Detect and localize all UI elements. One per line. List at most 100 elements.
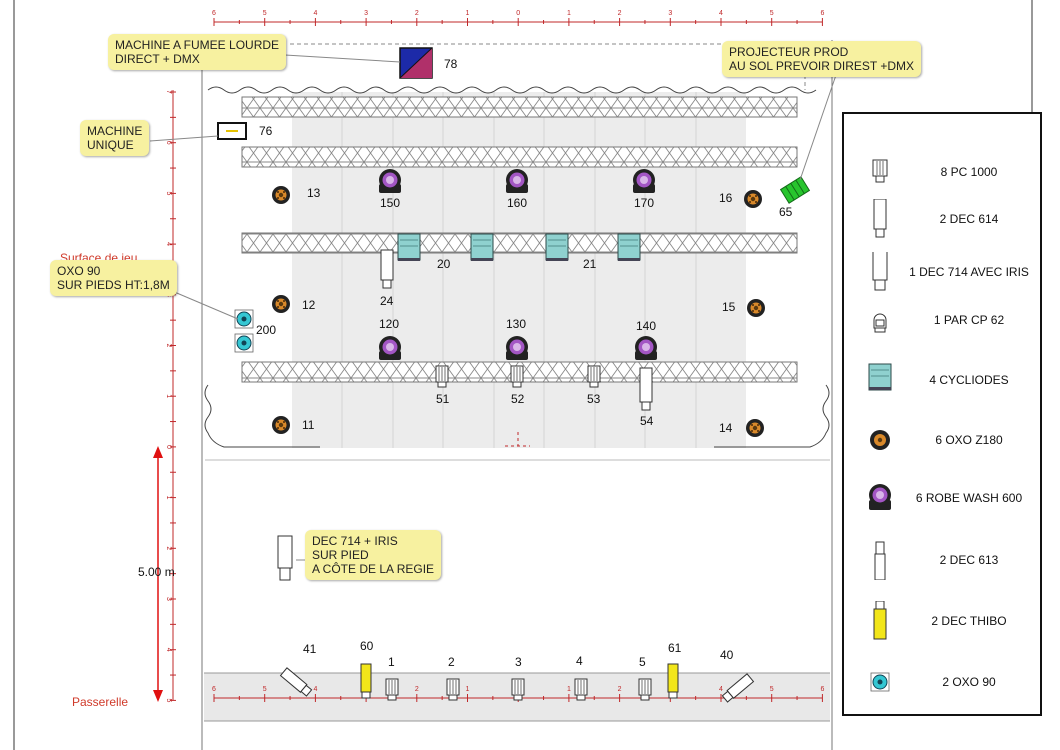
fixture-label: 170 — [634, 196, 654, 210]
robe-wash-icon — [635, 336, 657, 360]
note-oxo-90: OXO 90 SUR PIEDS HT:1,8M — [50, 260, 177, 296]
fixture-label: 15 — [722, 300, 736, 314]
ruler-label: 4 — [165, 242, 172, 246]
ruler-label: 4 — [313, 686, 317, 693]
fixture-label: 11 — [302, 418, 315, 432]
fixture-label: 160 — [507, 196, 527, 210]
legend-item: 6 ROBE WASH 600 — [844, 478, 1040, 518]
dec-614-icon — [639, 367, 653, 411]
pc-1000-icon — [587, 365, 601, 388]
ruler-label: 5 — [165, 191, 172, 195]
legend-item: 1 DEC 714 AVEC IRIS — [844, 252, 1040, 292]
ruler-label: 4 — [313, 10, 317, 17]
fixture-label: 13 — [307, 186, 321, 200]
pc-1000-icon — [385, 678, 399, 701]
oxo-90-icon — [234, 333, 254, 353]
fixture-label: 140 — [636, 319, 656, 333]
fixture-label: 52 — [511, 392, 525, 406]
ruler-label: 2 — [415, 686, 419, 693]
note-machine-unique: MACHINE UNIQUE — [80, 120, 150, 156]
ruler-label: 3 — [364, 10, 368, 17]
ruler-label: 4 — [719, 10, 723, 17]
ruler-label: 5 — [165, 698, 172, 702]
pc-1000-icon — [872, 159, 888, 183]
oxo-z180-icon — [747, 299, 765, 317]
ruler-label: 1 — [466, 686, 470, 693]
legend-label: 2 DEC 613 — [939, 553, 999, 567]
cycliode-icon — [397, 233, 421, 262]
dec-714-icon — [872, 252, 888, 291]
ruler-label: 1 — [567, 10, 571, 17]
ruler-label: 1 — [466, 10, 470, 17]
fixture-label: 12 — [302, 298, 316, 312]
oxo-z180-icon — [272, 295, 290, 313]
legend-label: 1 DEC 714 AVEC IRIS — [909, 265, 1029, 279]
dec-thibo-icon — [873, 601, 887, 640]
fixture-label: 150 — [380, 196, 400, 210]
ruler-label: 6 — [165, 141, 172, 145]
smoke-machine-78 — [399, 47, 433, 79]
fixture-label: 40 — [720, 648, 734, 662]
ruler-label: 0 — [165, 445, 172, 449]
ruler-label: 3 — [668, 10, 672, 17]
fixture-label: 120 — [379, 317, 399, 331]
fixture-label: 16 — [719, 191, 733, 205]
scale-arrow — [153, 446, 163, 702]
legend-item: 4 CYCLIODES — [844, 360, 1040, 400]
robe-wash-icon — [379, 336, 401, 360]
ruler-label: 5 — [770, 686, 774, 693]
dec-thibo-icon — [360, 663, 372, 699]
ruler-label: 2 — [165, 546, 172, 550]
dec-714-icon — [277, 535, 293, 581]
fixture-label: 14 — [719, 421, 733, 435]
legend-item: 2 DEC THIBO — [844, 601, 1040, 641]
fixture-label: 20 — [437, 257, 451, 271]
note-projector: PROJECTEUR PROD AU SOL PREVOIR DIREST +D… — [722, 41, 922, 77]
fixture-label: 60 — [360, 639, 374, 653]
fixture-label: 54 — [640, 414, 654, 428]
scale-label: 5.00 m — [138, 565, 175, 579]
fixture-label: 78 — [444, 57, 458, 71]
cycliode-icon — [868, 363, 892, 391]
legend-label: 4 CYCLIODES — [929, 373, 1009, 387]
legend-label: 1 PAR CP 62 — [933, 313, 1005, 327]
legend-item: 8 PC 1000 — [844, 152, 1040, 192]
ruler-label: 4 — [165, 648, 172, 652]
legend-label: 2 DEC THIBO — [931, 614, 1007, 628]
pc-1000-icon — [510, 365, 524, 388]
note-dec-714: DEC 714 + IRIS SUR PIED A CÔTE DE LA REG… — [305, 530, 442, 580]
truss-2 — [241, 146, 798, 168]
legend-item: 1 PAR CP 62 — [844, 300, 1040, 340]
pc-1000-icon — [638, 678, 652, 701]
truss-1 — [241, 96, 798, 118]
fixture-label: 24 — [380, 294, 394, 308]
legend-item: 6 OXO Z180 — [844, 420, 1040, 460]
legend-label: 6 OXO Z180 — [935, 433, 1003, 447]
pc-1000-icon — [511, 678, 525, 701]
fixture-label: 3 — [515, 655, 522, 669]
robe-wash-icon — [633, 169, 655, 193]
fixture-label: 4 — [576, 654, 583, 668]
pc-1000-icon — [435, 365, 449, 388]
note-smoke-machine: MACHINE A FUMEE LOURDE DIRECT + DMX — [108, 34, 287, 70]
ruler-label: 2 — [165, 344, 172, 348]
ruler-label: 1 — [567, 686, 571, 693]
legend-label: 6 ROBE WASH 600 — [915, 491, 1023, 505]
ruler-left: 7654321012345 — [165, 90, 176, 702]
cycliode-icon — [470, 233, 494, 262]
cycliode-icon — [545, 233, 569, 262]
oxo-z180-icon — [870, 430, 890, 450]
robe-wash-icon — [506, 169, 528, 193]
robe-wash-icon — [379, 169, 401, 193]
legend-item: 2 DEC 613 — [844, 540, 1040, 580]
dec-614-icon — [279, 667, 313, 697]
fixture-label: 53 — [587, 392, 601, 406]
ruler-label: 5 — [263, 686, 267, 693]
projector-65 — [779, 176, 811, 204]
ruler-label: 7 — [165, 90, 172, 94]
legend-label: 2 DEC 614 — [939, 212, 999, 226]
legend-item: 2 DEC 614 — [844, 199, 1040, 239]
fixture-label: 1 — [388, 655, 395, 669]
